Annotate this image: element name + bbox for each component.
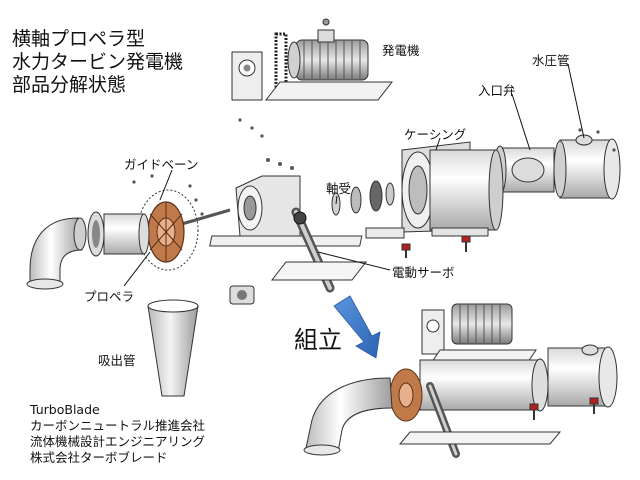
label-bearing: 軸受 bbox=[326, 181, 352, 196]
label-assembly: 組立 bbox=[294, 326, 342, 354]
penstock-assembly bbox=[493, 134, 621, 200]
base-frame bbox=[270, 227, 405, 281]
draft-tube bbox=[147, 299, 199, 397]
assembled-unit bbox=[303, 303, 618, 458]
propeller-section bbox=[87, 189, 199, 271]
label-draft-tube: 吸出管 bbox=[98, 353, 136, 368]
pump-part bbox=[229, 285, 255, 305]
generator bbox=[231, 18, 394, 101]
title-line-2: 水力タービン発電機 bbox=[12, 51, 184, 73]
label-casing: ケーシング bbox=[404, 127, 467, 142]
small-valves bbox=[401, 235, 471, 258]
leader-lines bbox=[123, 63, 585, 287]
label-inlet-valve: 入口弁 bbox=[478, 83, 516, 98]
assembly-arrow bbox=[333, 295, 381, 359]
diagram-title: 横軸プロペラ型 水力タービン発電機 部品分解状態 bbox=[12, 28, 183, 97]
bearing-rings bbox=[331, 180, 395, 216]
elbow-pipe bbox=[26, 217, 87, 290]
credits-block: TurboBlade カーボンニュートラル推進会社 流体機械設計エンジニアリング… bbox=[30, 402, 205, 466]
credit-line-3: 流体機械設計エンジニアリング bbox=[30, 434, 206, 449]
label-generator: 発電機 bbox=[382, 43, 420, 58]
label-propeller: プロペラ bbox=[84, 289, 135, 304]
casing bbox=[401, 141, 504, 237]
credit-line-2: カーボンニュートラル推進会社 bbox=[30, 418, 206, 433]
title-line-3: 部品分解状態 bbox=[12, 74, 127, 96]
label-servo: 電動サーボ bbox=[392, 265, 455, 280]
label-penstock: 水圧管 bbox=[532, 53, 570, 68]
credit-line-1: TurboBlade bbox=[30, 402, 100, 417]
bearing-housing bbox=[167, 175, 363, 247]
bolts bbox=[132, 118, 616, 216]
label-guide-vane: ガイドベーン bbox=[124, 157, 199, 172]
title-line-1: 横軸プロペラ型 bbox=[12, 28, 146, 50]
credit-line-4: 株式会社ターボブレード bbox=[30, 450, 168, 465]
